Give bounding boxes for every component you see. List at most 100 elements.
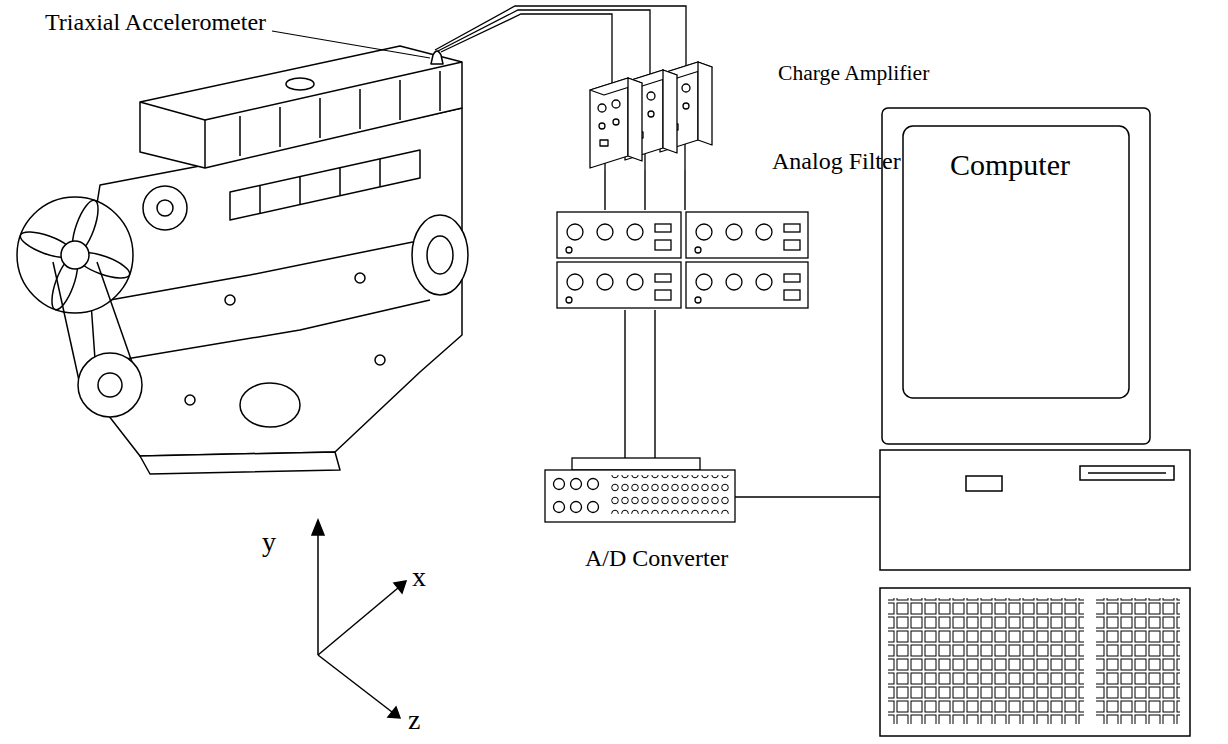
ad-port (571, 479, 582, 490)
computer-node: Computer (880, 108, 1190, 570)
amplifier-unit (590, 78, 642, 168)
ad-body (545, 470, 735, 522)
belt (53, 262, 80, 385)
ad-converter-node: A/D Converter (545, 458, 735, 522)
filter-case (557, 262, 681, 308)
engine-illustration (17, 46, 468, 474)
leader-line (272, 31, 430, 58)
ad-top (572, 458, 700, 470)
starter (240, 383, 300, 427)
engine-block (88, 108, 462, 456)
filter-switch (655, 290, 671, 300)
axis-line (317, 532, 319, 655)
end-cover (412, 215, 468, 295)
signal-cable (605, 170, 685, 210)
filter-knob (726, 224, 742, 240)
ad-port (588, 502, 599, 513)
amp-side (628, 78, 642, 161)
filter-unit (557, 212, 681, 258)
filter-switch (655, 224, 671, 232)
amp-knob (683, 103, 689, 109)
charge-amplifier-units (590, 62, 712, 170)
ad-port (554, 479, 565, 490)
amp-knob (647, 92, 655, 100)
keyboard-keys (888, 598, 1084, 724)
filter-jack (695, 247, 701, 253)
keyboard-case (880, 588, 1190, 736)
filter-unit (686, 212, 808, 258)
ad-port (571, 502, 582, 513)
amplifier-unit (625, 70, 677, 160)
ad-port (554, 502, 565, 513)
filter-knob (696, 224, 712, 240)
amp-knob (682, 84, 690, 92)
filter-knob (726, 274, 742, 290)
device-label: Analog Filter (772, 148, 901, 174)
filter-jack (695, 297, 701, 303)
oil-pan (140, 452, 340, 474)
filter-knob (567, 274, 583, 290)
keyboard-keys (1096, 598, 1180, 724)
filter-knob (627, 224, 643, 240)
filter-jack (566, 297, 572, 303)
bolt (375, 355, 385, 365)
ad-port-grid (610, 475, 730, 514)
block-line (120, 300, 430, 360)
device-label: Charge Amplifier (778, 62, 929, 86)
axis-label: y (262, 528, 276, 556)
amp-side (698, 62, 712, 145)
analog-filter-units (557, 212, 808, 308)
filter-knob (567, 224, 583, 240)
filter-switch (655, 240, 671, 250)
bolt (185, 395, 195, 405)
analog-filter-node: Analog Filter (555, 210, 810, 310)
amp-knob (598, 104, 606, 112)
rocker-ribs (240, 71, 440, 156)
axis-line (318, 588, 398, 655)
floppy-drive (1080, 466, 1174, 480)
sensor-cable (435, 6, 686, 86)
crank-hub (98, 373, 122, 397)
coordinate-axes (312, 520, 406, 718)
amp-knob (599, 123, 605, 129)
axis-label: z (408, 706, 420, 734)
axis-arrowhead (312, 520, 324, 535)
sensor-label: Triaxial Accelerometer (45, 10, 266, 34)
signal-cable (735, 496, 880, 497)
bolt (355, 273, 365, 283)
filter-switch (784, 290, 800, 300)
manifold (230, 150, 420, 220)
triaxial-accelerometer (431, 51, 443, 64)
filter-knob (756, 224, 772, 240)
amp-output-stub (605, 144, 685, 170)
filter-jack (566, 247, 572, 253)
filter-case (686, 262, 808, 308)
amp-switch (600, 140, 608, 146)
axis-line (318, 655, 392, 712)
amp-knob (613, 119, 619, 125)
axis-arrowhead (388, 707, 400, 718)
amp-knob (648, 111, 654, 117)
device-label: A/D Converter (585, 545, 728, 571)
device-label: Computer (950, 148, 1070, 181)
cable-wire (441, 14, 612, 86)
floppy-slot (1088, 472, 1166, 474)
crank-pulley (78, 353, 142, 417)
axis-arrowhead (394, 581, 406, 593)
monitor-case (882, 108, 1150, 444)
filter-case (686, 212, 808, 258)
filter-case (557, 212, 681, 258)
computer-illustration (880, 108, 1190, 736)
filter-knob (597, 224, 613, 240)
alternator (143, 186, 187, 230)
desktop-case (880, 450, 1190, 570)
rocker-edge (204, 120, 206, 168)
manifold-ports (260, 159, 380, 213)
end-cover-inner (427, 236, 453, 274)
fan-hub (61, 241, 89, 269)
fan-ring (17, 197, 133, 313)
filter-knob (597, 274, 613, 290)
filter-switch (784, 240, 800, 250)
oil-cap (286, 78, 314, 90)
